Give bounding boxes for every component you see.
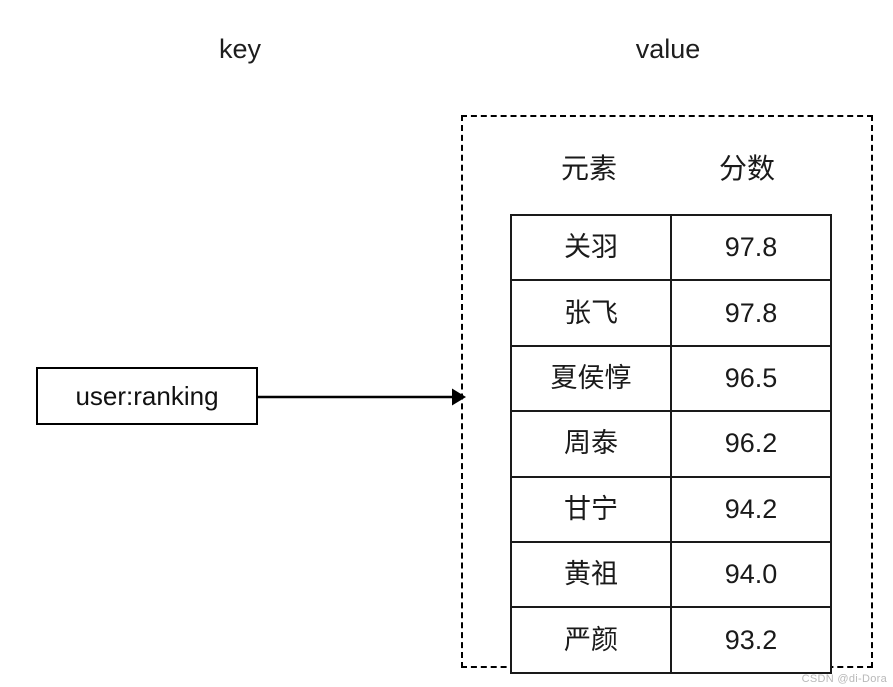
cell-score: 97.8 xyxy=(670,213,832,282)
table-row: 周泰 96.2 xyxy=(510,410,832,478)
score-table: 关羽 97.8 张飞 97.8 夏侯惇 96.5 周泰 96.2 甘宁 94.2… xyxy=(510,213,832,674)
cell-score: 93.2 xyxy=(670,606,832,674)
arrow-right-icon xyxy=(256,388,466,406)
table-row: 甘宁 94.2 xyxy=(510,475,832,543)
cell-element: 甘宁 xyxy=(510,475,672,543)
key-box: user:ranking xyxy=(36,367,258,425)
table-header-score: 分数 xyxy=(718,153,775,184)
table-header-element: 元素 xyxy=(560,153,617,184)
table-row: 严颜 93.2 xyxy=(510,606,832,674)
column-caption-key: key xyxy=(218,34,262,64)
score-table-body: 关羽 97.8 张飞 97.8 夏侯惇 96.5 周泰 96.2 甘宁 94.2… xyxy=(510,213,832,674)
cell-element: 周泰 xyxy=(510,410,672,478)
cell-score: 96.5 xyxy=(670,344,832,413)
table-row: 黄祖 94.0 xyxy=(510,540,832,609)
watermark: CSDN @di-Dora xyxy=(801,673,887,685)
column-caption-value: value xyxy=(635,34,701,64)
cell-element: 严颜 xyxy=(510,606,672,674)
cell-element: 关羽 xyxy=(510,213,672,282)
table-row: 关羽 97.8 xyxy=(510,213,832,282)
cell-score: 97.8 xyxy=(670,279,832,347)
cell-score: 94.0 xyxy=(670,540,832,609)
table-row: 张飞 97.8 xyxy=(510,279,832,347)
cell-element: 夏侯惇 xyxy=(510,344,672,413)
cell-score: 96.2 xyxy=(670,410,832,478)
key-box-label: user:ranking xyxy=(75,381,219,411)
table-row: 夏侯惇 96.5 xyxy=(510,344,832,413)
cell-score: 94.2 xyxy=(670,475,832,543)
cell-element: 张飞 xyxy=(510,279,672,347)
cell-element: 黄祖 xyxy=(510,540,672,609)
